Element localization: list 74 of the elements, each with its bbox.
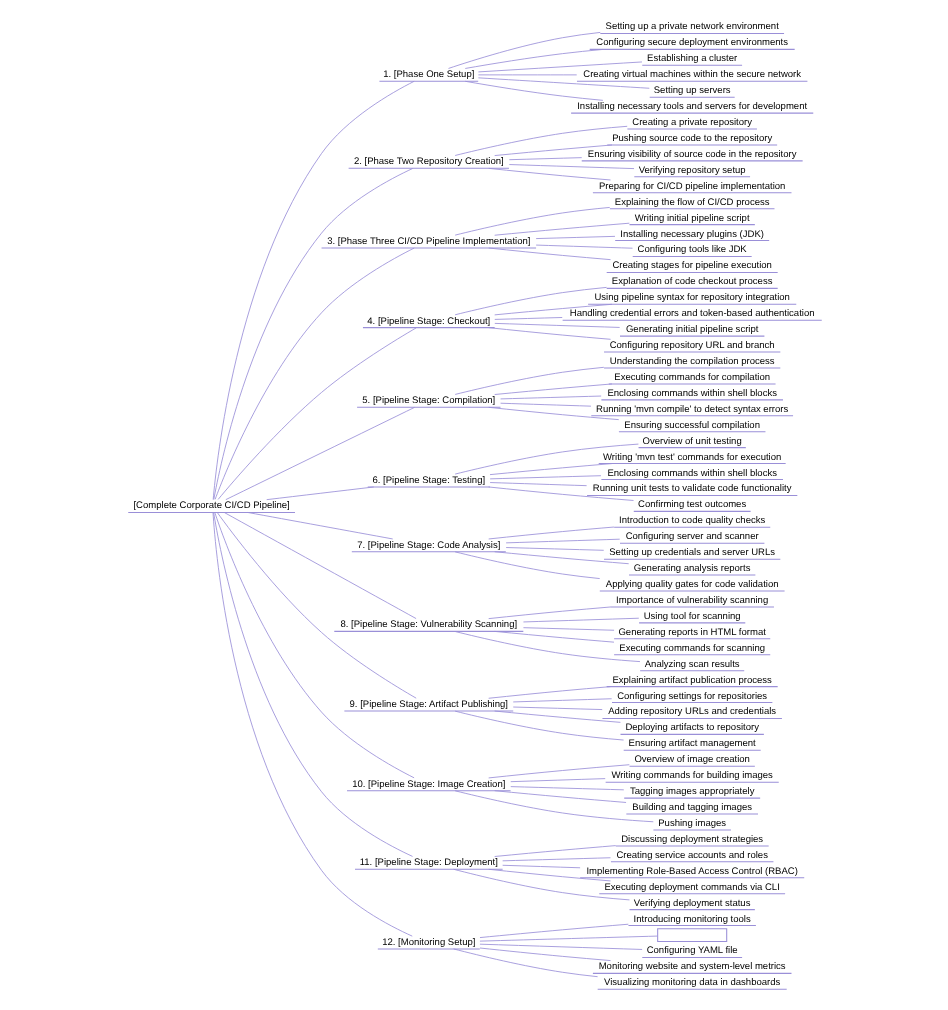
connector xyxy=(487,167,610,181)
connector xyxy=(246,512,393,540)
connector xyxy=(488,463,612,476)
connector xyxy=(487,686,610,699)
connector xyxy=(509,786,624,791)
node-box xyxy=(656,928,727,942)
connector xyxy=(211,80,414,501)
connector xyxy=(493,710,620,723)
connector xyxy=(499,395,601,400)
connector xyxy=(447,32,600,69)
connector xyxy=(493,383,612,395)
connector xyxy=(493,303,612,316)
connector xyxy=(215,512,416,699)
connector xyxy=(493,790,626,803)
connector xyxy=(452,948,598,978)
connector xyxy=(453,551,600,579)
connector xyxy=(216,327,416,500)
connector xyxy=(487,526,614,540)
connector xyxy=(478,943,642,950)
connector xyxy=(222,512,416,619)
connector xyxy=(213,512,414,779)
connector xyxy=(463,80,603,101)
connector xyxy=(453,366,604,395)
connector xyxy=(504,547,604,551)
connector xyxy=(487,764,629,779)
connector xyxy=(212,168,413,500)
connector xyxy=(522,617,639,623)
connector xyxy=(453,125,627,156)
connector xyxy=(476,77,649,89)
connector xyxy=(463,49,603,69)
connector xyxy=(493,144,612,156)
connector xyxy=(493,630,614,643)
connector xyxy=(487,247,610,261)
connector xyxy=(213,247,414,500)
connector xyxy=(501,857,610,862)
connector xyxy=(453,207,610,236)
connector xyxy=(478,947,610,961)
connector xyxy=(488,475,601,480)
connector xyxy=(493,845,616,857)
connector xyxy=(453,631,640,663)
connector xyxy=(504,538,620,544)
connector xyxy=(507,164,634,170)
connector xyxy=(453,286,607,316)
connector xyxy=(534,235,615,239)
connector xyxy=(478,923,628,938)
connector xyxy=(509,778,605,783)
connector xyxy=(487,868,610,882)
connector xyxy=(488,482,587,487)
connector xyxy=(487,327,610,340)
connector xyxy=(511,698,612,703)
connector xyxy=(493,222,629,236)
connector xyxy=(452,868,629,901)
connector xyxy=(265,486,374,501)
connector xyxy=(487,606,610,620)
connector xyxy=(507,157,582,161)
connector xyxy=(501,864,580,869)
connector xyxy=(476,61,642,73)
connector xyxy=(478,935,657,942)
connector xyxy=(453,710,623,741)
connector xyxy=(534,244,632,249)
connector xyxy=(212,512,412,857)
connector xyxy=(522,627,614,631)
connector xyxy=(224,406,414,501)
connector xyxy=(499,402,591,407)
connector xyxy=(493,551,629,565)
connector xyxy=(511,706,602,710)
connector xyxy=(487,406,619,421)
connector xyxy=(493,322,620,328)
connector xyxy=(487,486,633,501)
connector xyxy=(453,790,653,823)
connector xyxy=(453,443,638,475)
connector xyxy=(476,74,577,76)
connector xyxy=(493,317,562,320)
connector xyxy=(211,512,412,937)
